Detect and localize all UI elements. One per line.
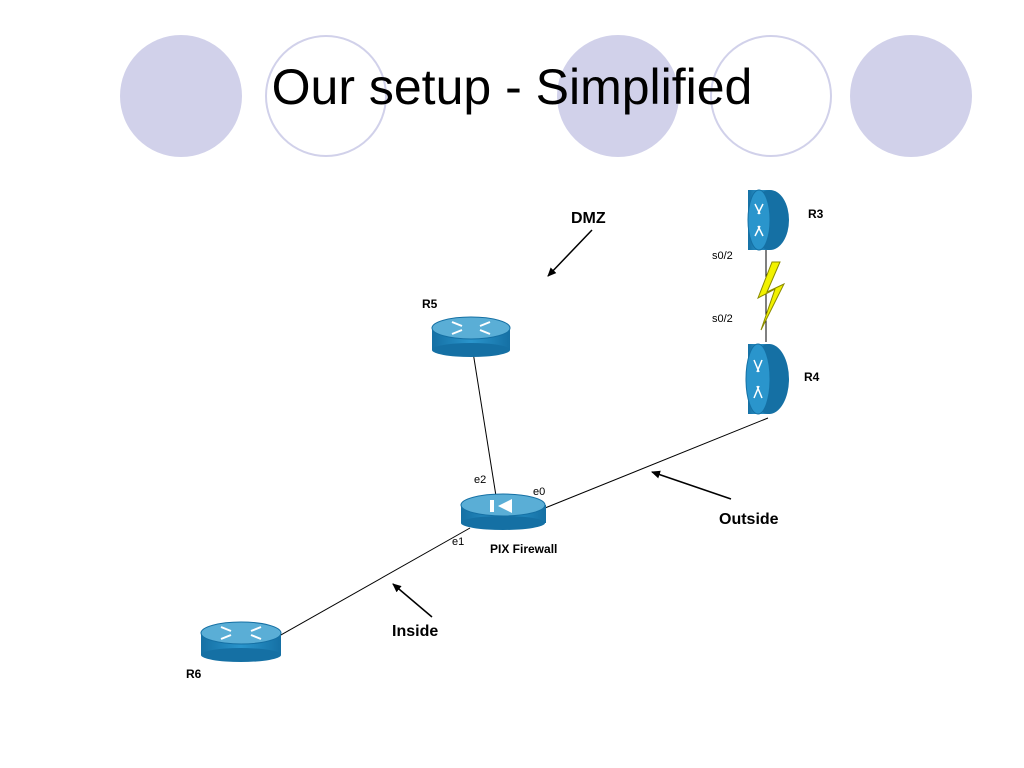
router-r3-icon[interactable] bbox=[747, 189, 789, 251]
link-pix-r4 bbox=[544, 417, 769, 509]
header-decoration bbox=[0, 0, 1024, 170]
router-r5-icon[interactable] bbox=[431, 316, 511, 357]
router-r4-icon[interactable] bbox=[745, 343, 789, 415]
router-r6-icon[interactable] bbox=[200, 621, 282, 662]
decor-circle-5 bbox=[850, 35, 972, 157]
r3-label: R3 bbox=[808, 207, 824, 221]
outside-arrow bbox=[651, 470, 732, 500]
dmz-label: DMZ bbox=[571, 210, 606, 227]
r4-interface-label: s0/2 bbox=[712, 313, 733, 325]
r3-interface-label: s0/2 bbox=[712, 250, 733, 262]
slide-title: Our setup - Simplified bbox=[271, 59, 753, 115]
outside-label: Outside bbox=[719, 511, 779, 528]
r5-label: R5 bbox=[422, 297, 438, 311]
r4-label: R4 bbox=[804, 370, 820, 384]
decor-circle-3 bbox=[557, 35, 679, 157]
serial-link-lightning-icon bbox=[757, 261, 786, 331]
pix-e0-label: e0 bbox=[533, 486, 545, 498]
link-r5-pix bbox=[472, 351, 497, 497]
pix-e2-label: e2 bbox=[474, 474, 486, 486]
pix-firewall-icon[interactable] bbox=[460, 493, 546, 530]
inside-arrow bbox=[392, 583, 433, 618]
dmz-arrow bbox=[547, 229, 593, 277]
decor-circle-2 bbox=[265, 35, 387, 157]
link-pix-r6 bbox=[271, 527, 471, 641]
inside-label: Inside bbox=[392, 623, 438, 640]
decor-circle-4 bbox=[710, 35, 832, 157]
pix-e1-label: e1 bbox=[452, 536, 464, 548]
decor-circle-1 bbox=[120, 35, 242, 157]
pix-firewall-label: PIX Firewall bbox=[490, 542, 557, 556]
r6-label: R6 bbox=[186, 667, 202, 681]
